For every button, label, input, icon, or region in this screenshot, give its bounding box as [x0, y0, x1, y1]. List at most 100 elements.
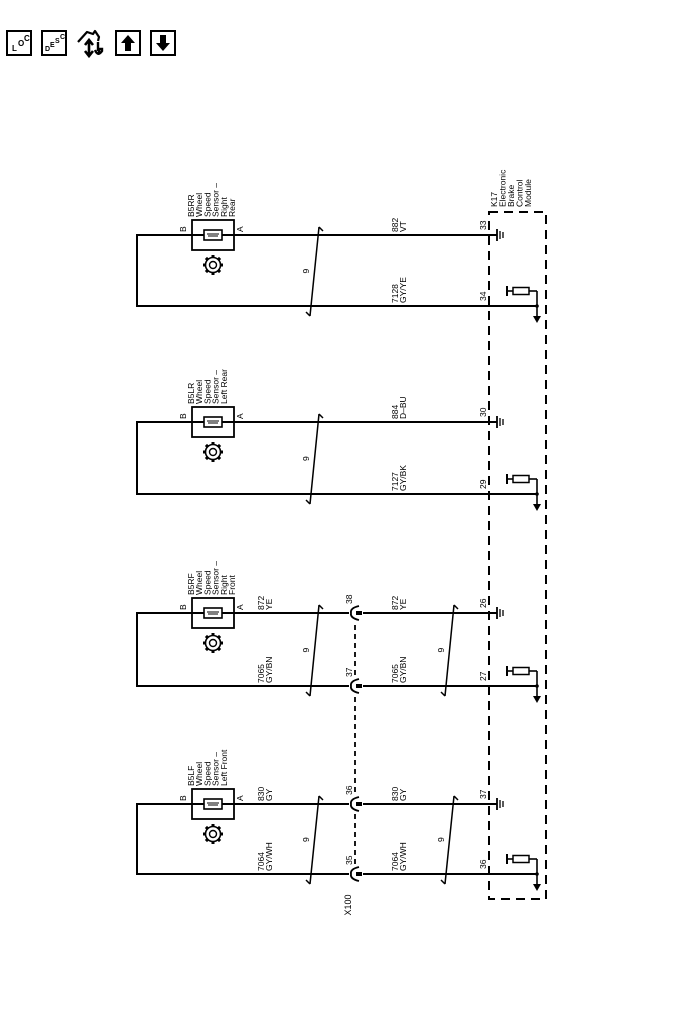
circuit-number: 872	[256, 596, 266, 610]
twisted-pair-marker	[309, 226, 320, 317]
gear-hub	[208, 447, 218, 457]
module-name-line: K17	[489, 192, 499, 207]
connector-female-icon	[350, 796, 360, 812]
desc-button[interactable]: D E S C	[41, 30, 67, 56]
arrow-down-icon	[156, 35, 170, 51]
arrow-up-icon	[121, 35, 135, 51]
twisted-pair-label: 9	[301, 837, 311, 842]
module-pin-number: 30	[478, 407, 488, 417]
signal-input-icon	[496, 798, 504, 810]
low-reference-resistor-icon	[506, 666, 541, 703]
sensor-pin-b-label: B	[178, 795, 188, 801]
sensor-name-line: B5RR	[186, 194, 196, 217]
tone-wheel-gear-icon	[203, 255, 223, 275]
sensor-name-line: Wheel	[194, 193, 204, 217]
module-pin-number: 27	[478, 671, 488, 681]
twist-tick	[440, 691, 446, 697]
module-name-line: Electronic	[498, 169, 508, 207]
sensor-name-line: Wheel	[194, 380, 204, 404]
toolbar: L O C D E S C	[6, 29, 176, 59]
low-reference-resistor-icon	[506, 286, 541, 323]
page-down-button[interactable]	[150, 30, 176, 56]
wire-color: GY/BN	[398, 657, 408, 683]
signal-input-icon	[496, 607, 504, 619]
ground-arrow-icon	[533, 884, 541, 891]
resistor-body	[512, 854, 530, 864]
connector-male-pin	[356, 872, 362, 876]
connector-pin-number: 35	[344, 855, 354, 865]
diagnostic-nav-button[interactable]	[76, 29, 106, 59]
sensor-name-line: Sensor –	[211, 561, 221, 595]
sensor-name-line: Speed	[202, 570, 212, 595]
sensor-name-line: Speed	[202, 379, 212, 404]
wire-color: GY	[264, 788, 274, 801]
sensor-name-line: Left Rear	[219, 369, 229, 404]
sensor-name-line: B5RF	[186, 573, 196, 595]
sensor-pin-a-label: A	[235, 795, 245, 801]
circuit-number: 830	[390, 787, 400, 801]
sensor-name-line: Sensor –	[211, 370, 221, 404]
connector-male-pin	[356, 802, 362, 806]
twist-tick	[305, 499, 311, 505]
connector-x100-label: X100	[343, 894, 353, 915]
connector-male-pin	[356, 684, 362, 688]
tone-wheel-gear-icon	[203, 824, 223, 844]
page-up-button[interactable]	[115, 30, 141, 56]
gear-hub	[208, 638, 218, 648]
connector-pin-number: 38	[344, 594, 354, 604]
twisted-pair-marker	[444, 604, 455, 697]
sensor-element-icon	[203, 798, 223, 810]
wire-color: GY/WH	[398, 842, 408, 871]
twist-tick	[305, 311, 311, 317]
sensor-name-line: Speed	[202, 761, 212, 786]
module-pin-number: 34	[478, 291, 488, 301]
low-reference-wire	[136, 234, 537, 307]
sensor-name-line: B5LF	[186, 766, 196, 786]
sensor-name-line: Sensor –	[211, 183, 221, 217]
house-arrows-wrench-icon	[77, 29, 104, 59]
circuit-number: 882	[390, 218, 400, 232]
sensor-pin-b-label: B	[178, 226, 188, 232]
tone-wheel-gear-icon	[203, 633, 223, 653]
circuit-number: 884	[390, 405, 400, 419]
loc-button[interactable]: L O C	[6, 30, 32, 56]
tone-wheel-gear-icon	[203, 442, 223, 462]
resistor-body	[512, 666, 530, 676]
circuit-number: 7065	[390, 664, 400, 683]
twist-tick	[440, 879, 446, 885]
module-pin-number: 26	[478, 598, 488, 608]
wire-color: YE	[398, 598, 408, 610]
sensor-element-icon	[203, 416, 223, 428]
circuit-number: 7127	[390, 472, 400, 491]
gear-hub	[208, 829, 218, 839]
wire-color: VT	[398, 221, 408, 232]
sensor-name-line: Right	[219, 575, 229, 595]
module-pin-number: 36	[478, 859, 488, 869]
twisted-pair-label: 9	[301, 456, 311, 461]
wire-color: GY/YE	[398, 277, 408, 303]
low-reference-resistor-icon	[506, 474, 541, 511]
module-pin-number: 29	[478, 479, 488, 489]
connector-male-pin	[356, 611, 362, 615]
connector-id: X100	[343, 894, 353, 915]
circuit-number: 7065	[256, 664, 266, 683]
wire-color: GY/WH	[264, 842, 274, 871]
resistor-body	[512, 474, 530, 484]
wire-color: D–BU	[398, 396, 408, 419]
sensor-element-icon	[203, 607, 223, 619]
module-name-line: Control	[515, 179, 525, 207]
module-pin-number: 37	[478, 789, 488, 799]
module-name-line: Brake	[506, 185, 516, 207]
sensor-pin-a-label: A	[235, 413, 245, 419]
wire-color: GY/BN	[264, 657, 274, 683]
sensor-name-line: Speed	[202, 192, 212, 217]
